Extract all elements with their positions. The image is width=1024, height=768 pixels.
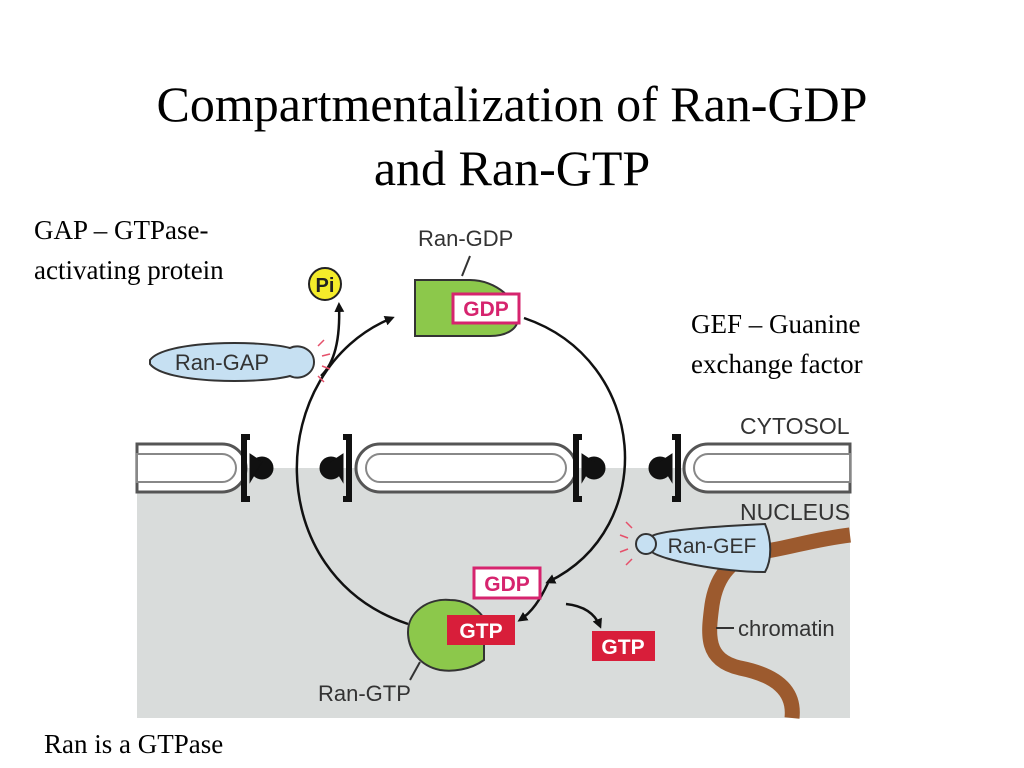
ran-gdp-label: Ran-GDP [418,226,513,251]
cycle-arrow-right [523,316,627,584]
pore-left [241,434,274,502]
gtp-box-incoming [592,631,655,661]
envelope-inner-center [365,453,567,483]
slide-title: Compartmentalization of Ran-GDP and Ran-… [0,72,1024,200]
pore-center-left [319,434,352,502]
gef-definition-note: GEF – Guanine exchange factor [691,304,863,384]
ran-gap-label: Ran-GAP [175,350,269,375]
gap-definition-note: GAP – GTPase- activating protein [34,210,224,290]
nuclear-pores [241,434,681,502]
ran-gtpase-note: Ran is a GTPase [44,729,224,759]
cytosol-label: CYTOSOL [740,413,850,439]
chromatin-fiber [702,527,851,719]
ran-gef-label: Ran-GEF [668,535,757,558]
ran-gef-shape [651,522,772,574]
cycle-arrow-left [295,316,409,626]
gtp-in-arrow [565,602,602,629]
gtp-box-incoming-label: GTP [601,636,644,659]
gtp-box-nucleus [447,615,515,645]
pi-release-arrow [320,302,345,377]
ran-gap-activity-rays [317,339,331,383]
pore-right [648,434,681,502]
slide-title-line-1: Compartmentalization of Ran-GDP [156,76,868,132]
gap-note-line-2: activating protein [34,255,224,285]
gap-note-line-1: GAP – GTPase- [34,215,209,245]
slide-title-line-2: and Ran-GTP [373,140,651,196]
gdp-box-nucleus [472,566,542,600]
ran-gef-activity-rays [619,521,633,566]
gdp-box-cytosol [451,292,521,325]
nucleus-label: NUCLEUS [740,499,850,525]
ran-gtp-label: Ran-GTP [318,681,411,706]
gef-exchange-arrow [517,582,550,622]
phosphate-circle [308,267,342,301]
ran-gtp-pointer [409,661,421,681]
gef-note-line-2: exchange factor [691,349,863,379]
chromatin-label: chromatin [738,616,835,641]
phosphate-label: Pi [316,275,335,297]
nuclear-envelope [135,442,852,494]
envelope-inner-left [136,453,237,483]
ran-gap-shape [149,342,316,382]
ran-gdp-pointer [461,255,471,277]
envelope-inner-right [693,453,851,483]
pore-center-right [573,434,606,502]
gtp-box-nucleus-label: GTP [459,620,502,643]
gdp-box-cytosol-label: GDP [463,298,509,321]
gdp-box-nucleus-label: GDP [484,573,530,596]
ran-gef-knob [635,533,657,555]
gef-note-line-1: GEF – Guanine [691,309,861,339]
